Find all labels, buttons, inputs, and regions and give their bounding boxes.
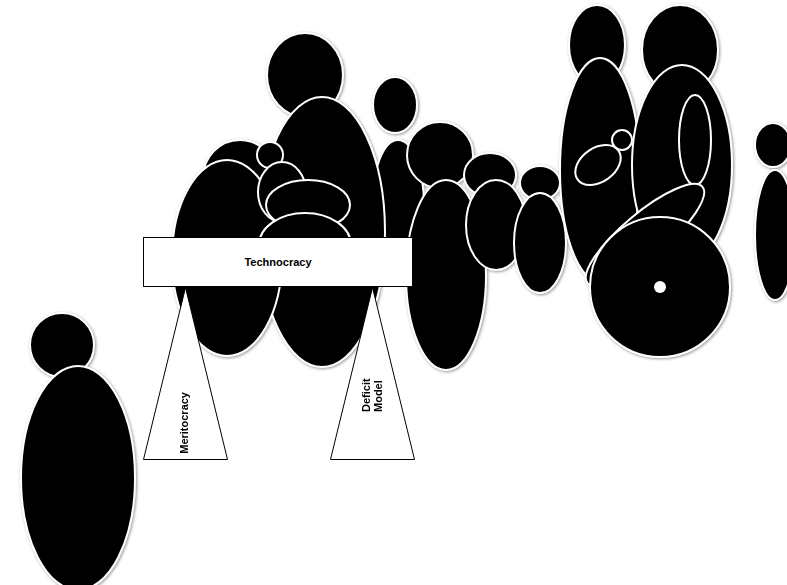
triangle-shape xyxy=(144,288,228,460)
box-label: Technocracy xyxy=(244,256,311,268)
triangle-shape xyxy=(331,288,415,460)
deficit-model-pillar: Deficit Model xyxy=(330,287,415,460)
triangle-outline xyxy=(330,287,415,460)
pillar-label: Meritocracy xyxy=(178,392,190,454)
wheel-hub xyxy=(654,281,666,293)
pillar-label: Deficit Model xyxy=(360,362,384,412)
meritocracy-pillar: Meritocracy xyxy=(143,287,228,460)
technocracy-box: Technocracy xyxy=(143,237,413,287)
